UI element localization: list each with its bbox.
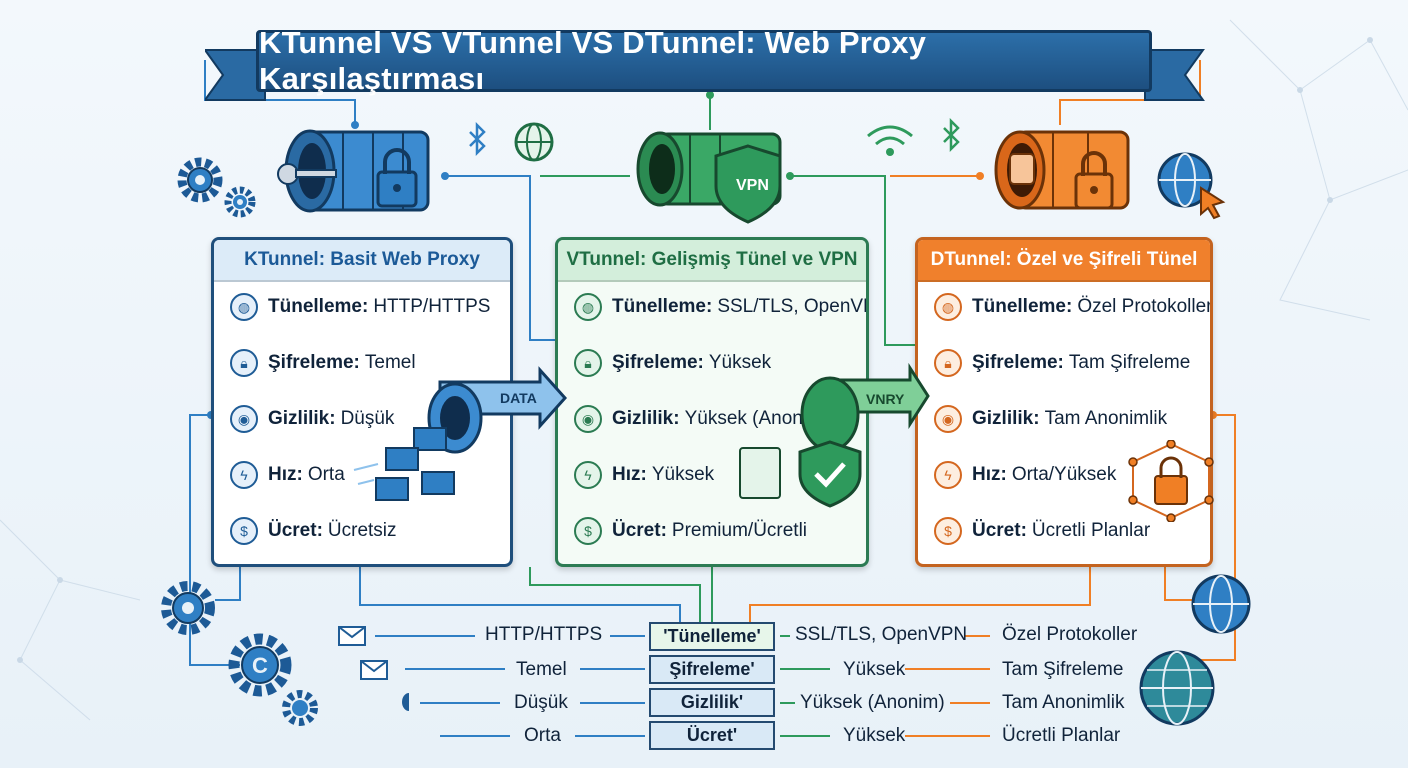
- bluetooth-icon: [469, 121, 554, 162]
- dtunnel-tunnel-icon: [994, 130, 1130, 210]
- table-d-privacy: Tam Anonimlik: [1002, 692, 1125, 713]
- ktunnel-row-price: $Ücret:Ücretsiz: [230, 514, 397, 548]
- table-d-tunnelling: Özel Protokoller: [1002, 624, 1138, 645]
- globe-icon: ◍: [574, 293, 602, 321]
- vpn-shield-label: VPN: [736, 177, 769, 194]
- table-v-price: Yüksek: [843, 725, 906, 746]
- svg-text:C: C: [252, 653, 268, 678]
- vtunnel-row-encryption: 🔒︎Şifreleme:Yüksek: [574, 346, 771, 380]
- dtunnel-row-privacy: ◉Gizlilik:Tam Anonimlik: [934, 402, 1167, 436]
- dtunnel-row-encryption: 🔒︎Şifreleme:Tam Şifreleme: [934, 346, 1190, 380]
- speed-icon: ϟ: [574, 461, 602, 489]
- ktunnel-row-privacy: ◉Gizlilik:Düşük: [230, 402, 394, 436]
- table-d-price: Ücretli Planlar: [1002, 725, 1121, 746]
- network-lock-icon: [1128, 440, 1214, 522]
- dtunnel-row-tunnelling: ◍Tünelleme:Özel Protokoller: [934, 290, 1210, 324]
- dtunnel-card-header: DTunnel: Özel ve Şifreli Tünel: [918, 240, 1210, 282]
- ktunnel-tunnel-icon: [277, 129, 430, 213]
- lock-icon: 🔒︎: [934, 349, 962, 377]
- gear-icon: [177, 157, 256, 218]
- price-tag-icon: $: [574, 517, 602, 545]
- globe-icon: ◍: [934, 293, 962, 321]
- wifi-icon: [867, 118, 960, 156]
- table-k-privacy: Düşük: [514, 692, 568, 713]
- vtunnel-row-privacy: ◉Gizlilik:Yüksek (Anonim): [574, 402, 829, 436]
- ktunnel-row-encryption: 🔒︎Şifreleme:Temel: [230, 346, 416, 380]
- price-tag-icon: $: [934, 517, 962, 545]
- table-d-encryption: Tam Şifreleme: [1002, 659, 1124, 680]
- mail-icons: [338, 626, 409, 711]
- table-v-tunnelling: SSL/TLS, OpenVPN: [795, 624, 968, 645]
- lock-icon: 🔒︎: [230, 349, 258, 377]
- table-k-tunnelling: HTTP/HTTPS: [485, 624, 603, 645]
- vnry-pipe-label: VNRY: [866, 391, 905, 407]
- table-k-encryption: Temel: [516, 659, 567, 680]
- price-tag-icon: $: [230, 517, 258, 545]
- globe-icon: ◍: [230, 293, 258, 321]
- table-v-encryption: Yüksek: [843, 659, 906, 680]
- dtunnel-card: DTunnel: Özel ve Şifreli Tünel ◍Tünellem…: [915, 237, 1213, 567]
- data-pipe-label: DATA: [500, 390, 537, 406]
- ktunnel-row-tunnelling: ◍Tünelleme:HTTP/HTTPS: [230, 290, 490, 324]
- ribbon-left-tail: [205, 49, 266, 101]
- data-pipe-icon: [353, 366, 568, 501]
- vtunnel-row-tunnelling: ◍Tünelleme:SSL/TLS, OpenVPN: [574, 290, 866, 324]
- lock-icon: 🔒︎: [574, 349, 602, 377]
- eye-icon: ◉: [230, 405, 258, 433]
- gears-cluster-icon: C: [161, 581, 318, 726]
- speed-icon: ϟ: [934, 461, 962, 489]
- table-k-price: Orta: [524, 725, 561, 746]
- table-label-tunnelling: 'Tünelleme': [649, 622, 775, 651]
- globe-cursor-icon: [1157, 152, 1226, 220]
- eye-icon: ◉: [934, 405, 962, 433]
- speed-icon: ϟ: [230, 461, 258, 489]
- eye-icon: ◉: [574, 405, 602, 433]
- globes-icon: [1139, 574, 1251, 726]
- page-title: KTunnel VS VTunnel VS DTunnel: Web Proxy…: [259, 25, 927, 96]
- vtunnel-card-header: VTunnel: Gelişmiş Tünel ve VPN: [558, 240, 866, 282]
- dtunnel-row-price: $Ücret:Ücretli Planlar: [934, 514, 1150, 548]
- table-v-privacy: Yüksek (Anonim): [800, 692, 945, 713]
- vnry-pipe-icon: [739, 362, 930, 508]
- table-label-privacy: Gizlilik': [649, 688, 775, 717]
- ktunnel-card-header: KTunnel: Basit Web Proxy: [214, 240, 510, 282]
- title-ribbon: KTunnel VS VTunnel VS DTunnel: Web Proxy…: [256, 25, 1152, 96]
- table-label-encryption: Şifreleme': [649, 655, 775, 684]
- vtunnel-row-price: $Ücret:Premium/Ücretli: [574, 514, 807, 548]
- vtunnel-tunnel-icon: [636, 131, 782, 224]
- table-label-price: Ücret': [649, 721, 775, 750]
